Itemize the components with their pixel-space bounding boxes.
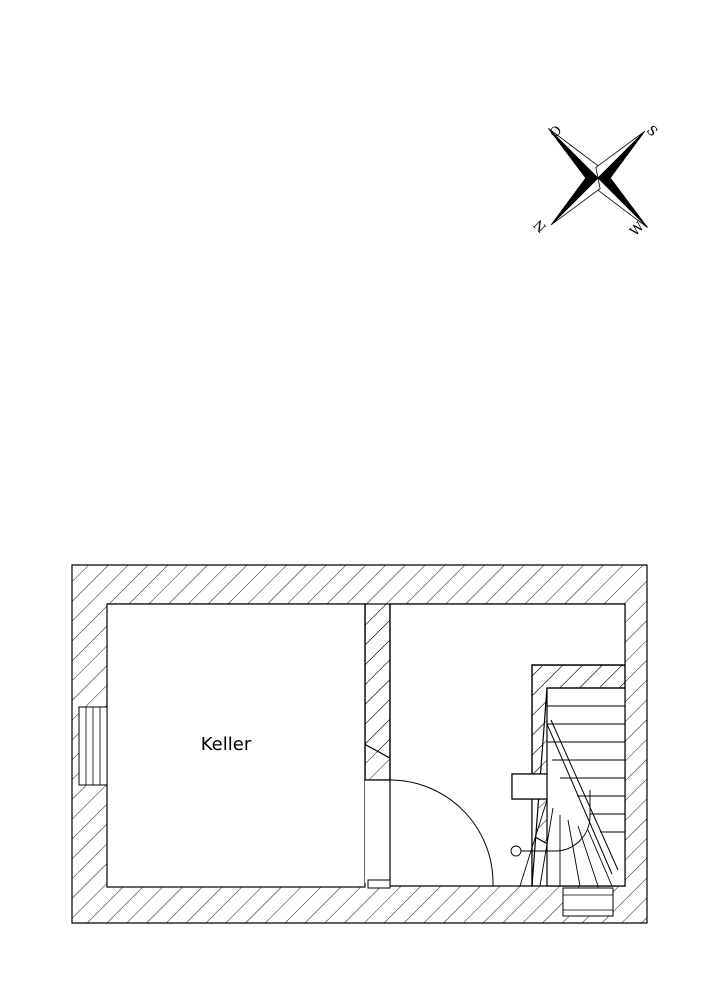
room-keller [106,603,366,888]
compass-letter-east: O [545,121,563,139]
compass-rose [548,128,648,228]
compass-letter-south: S [643,123,660,140]
door-threshold [367,879,391,889]
door-opening [365,780,390,883]
window-south [562,887,614,917]
compass-letter-north: N [531,216,550,235]
partition-wall [364,603,391,781]
door-swing-arc [389,779,494,884]
window-west [78,706,108,786]
compass-star-icon [548,128,648,228]
stair-core-post [511,773,548,800]
compass-letter-west: W [627,219,648,240]
staircase [510,705,625,887]
room-label-keller: Keller [201,734,252,755]
